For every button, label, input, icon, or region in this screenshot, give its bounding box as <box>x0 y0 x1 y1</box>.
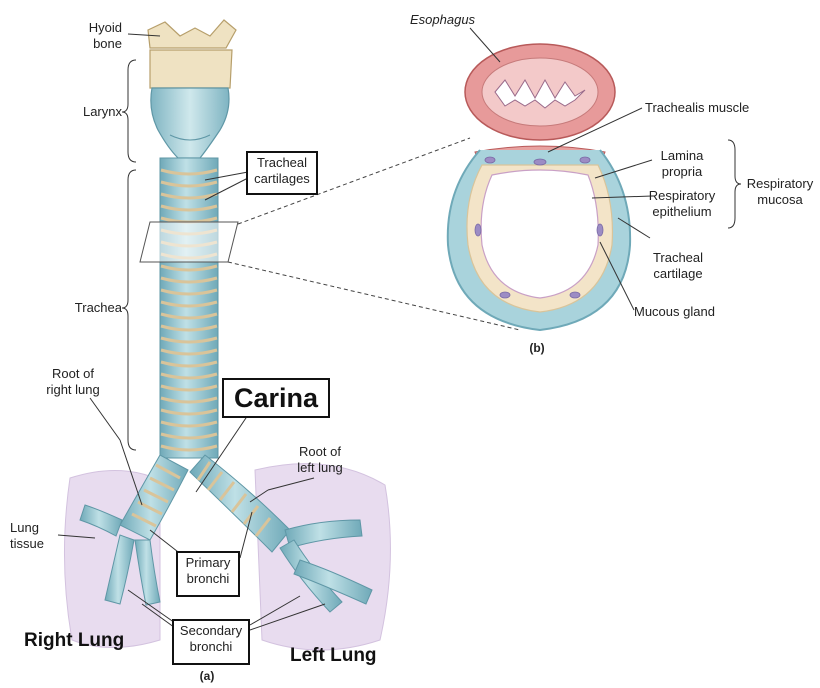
bracket-larynx <box>122 60 136 162</box>
label-tracheal-cartilages: Tracheal cartilages <box>246 151 318 195</box>
larynx <box>150 50 232 158</box>
label-larynx: Larynx <box>70 104 122 120</box>
label-root-left-lung: Root of left lung <box>282 444 358 476</box>
label-secondary-bronchi: Secondary bronchi <box>172 619 250 665</box>
label-respiratory-mucosa: Respiratory mucosa <box>740 176 820 208</box>
label-left-lung: Left Lung <box>290 645 377 667</box>
label-trachea: Trachea <box>66 300 122 316</box>
section-plane <box>140 222 238 262</box>
label-primary-bronchi: Primary bronchi <box>176 551 240 597</box>
label-trachealis-muscle: Trachealis muscle <box>645 100 749 116</box>
hyoid-bone <box>148 20 236 48</box>
label-lung-tissue: Lung tissue <box>10 520 60 552</box>
label-right-lung: Right Lung <box>24 630 124 652</box>
bracket-trachea <box>122 170 136 450</box>
label-hyoid-bone: Hyoid bone <box>70 20 122 52</box>
trachea-section <box>448 146 630 330</box>
esophagus-section <box>465 44 615 140</box>
lung-tissue-left <box>255 464 390 650</box>
label-respiratory-epithelium: Respiratory epithelium <box>640 188 724 220</box>
label-tracheal-cartilage: Tracheal cartilage <box>646 250 710 282</box>
label-mucous-gland: Mucous gland <box>634 304 715 320</box>
label-panel-a: (a) <box>192 668 222 684</box>
label-root-right-lung: Root of right lung <box>28 366 118 398</box>
label-carina: Carina <box>222 378 330 418</box>
label-panel-b: (b) <box>522 340 552 356</box>
trachea <box>160 158 218 458</box>
label-esophagus: Esophagus <box>410 12 475 28</box>
label-lamina-propria: Lamina propria <box>646 148 718 180</box>
